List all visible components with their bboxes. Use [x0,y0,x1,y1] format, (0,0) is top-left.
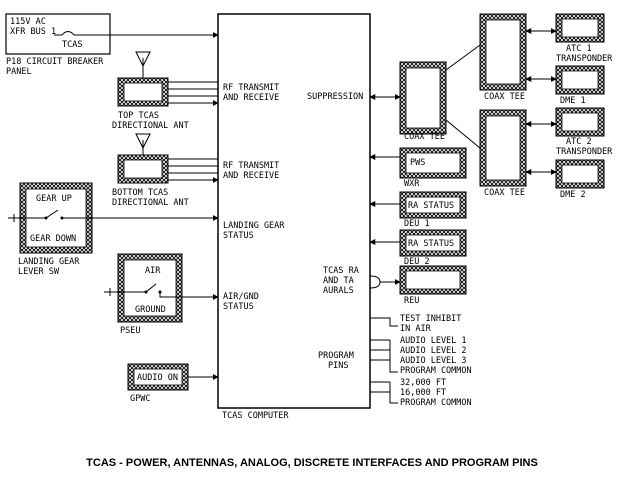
test-inhibit-label-2: IN AIR [400,324,432,334]
coax-tee-2-label: COAX TEE [484,92,525,102]
rf-top-label-1: RF TRANSMIT [223,83,279,93]
audio-level-3-label: AUDIO LEVEL 3 [400,356,467,366]
top-tcas-antenna: TOP TCAS DIRECTIONAL ANT [112,51,218,131]
gear-lever-label-2: LEVER SW [18,267,60,277]
coax-tee-1: COAX TEE [399,61,447,142]
air-gnd-status-label-1: AIR/GND [223,292,259,302]
pseu-switch-line [104,283,218,297]
audio-level-2-label: AUDIO LEVEL 2 [400,346,467,356]
rf-bottom-label-1: RF TRANSMIT [223,161,279,171]
bottom-antenna-icon [135,133,151,155]
breaker-to-computer-line [54,32,218,36]
gpwc-label: GPWC [130,394,150,404]
test-inhibit-label-1: TEST INHIBIT [400,314,461,324]
pseu-air-label: AIR [145,266,161,276]
aurals-label-3: AURALS [323,286,354,296]
dme2: DME 2 [525,159,605,200]
tcas-computer: TCAS COMPUTER RF TRANSMIT AND RECEIVE RF… [217,13,371,421]
computer-name: TCAS COMPUTER [222,411,289,421]
rf-top-label-2: AND RECEIVE [223,93,279,103]
coax-tee-links [445,44,481,149]
breaker-line-1: 115V AC [10,17,46,27]
test-inhibit-line [370,317,398,327]
rf-bottom-label-2: AND RECEIVE [223,171,279,181]
top-antenna-label-1: TOP TCAS [118,111,159,121]
audio-level-lines [370,339,398,373]
coax-tee-1-label: COAX TEE [404,132,445,142]
atc1-label-2: TRANSPONDER [556,54,613,64]
coax-tee-2: COAX TEE [479,13,527,102]
top-antenna-icon [135,51,151,78]
program-common-1-label: PROGRAM COMMON [400,366,472,376]
gear-down-label: GEAR DOWN [30,234,76,244]
deu1: RA STATUS DEU 1 [369,191,467,229]
dme2-label: DME 2 [560,190,586,200]
atc2-label-2: TRANSPONDER [556,147,613,157]
audio-level-1-label: AUDIO LEVEL 1 [400,336,467,346]
top-antenna-label-2: DIRECTIONAL ANT [112,121,189,131]
gear-up-label: GEAR UP [36,194,72,204]
breaker-panel-label-2: PANEL [6,67,32,77]
gear-switch-line [8,209,218,222]
atc2-label-1: ATC 2 [566,137,592,147]
ra-status-2-label: RA STATUS [408,239,454,249]
program-pins: TEST INHIBIT IN AIR AUDIO LEVEL 1 AUDIO … [370,314,472,408]
breaker-line-2: XFR BUS 1 [10,27,56,37]
alt-32000-label: 32,000 FT [400,378,446,388]
alt-16000-label: 16,000 FT [400,388,446,398]
aurals-label-2: AND TA [323,276,354,286]
bottom-antenna-label-1: BOTTOM TCAS [112,188,168,198]
gear-lever-label-1: LANDING GEAR [18,257,80,267]
pseu-label: PSEU [120,326,140,336]
aurals-label-1: TCAS RA [323,266,359,276]
gpwc-audio-on: AUDIO ON [137,373,178,383]
reu-label: REU [404,296,419,306]
deu2-label: DEU 2 [404,257,430,267]
gpwc: AUDIO ON GPWC [127,363,219,404]
atc1-transponder: ATC 1 TRANSPONDER [525,13,613,64]
pseu: AIR GROUND PSEU [104,253,218,336]
altitude-lines [370,381,398,404]
pws-label: PWS [410,158,425,168]
diagram-caption: TCAS - POWER, ANTENNAS, ANALOG, DISCRETE… [86,457,538,469]
bottom-antenna-label-2: DIRECTIONAL ANT [112,198,189,208]
program-pins-label-1: PROGRAM [318,351,354,361]
pseu-ground-label: GROUND [135,305,166,315]
breaker-panel-label-1: P18 CIRCUIT BREAKER [6,57,104,67]
bottom-tcas-antenna: BOTTOM TCAS DIRECTIONAL ANT [112,133,218,208]
atc2-transponder: ATC 2 TRANSPONDER [525,107,613,157]
bottom-antenna-rf-lines [168,158,218,180]
pws-wxr: PWS WXR [369,147,467,189]
deu2: RA STATUS DEU 2 [369,229,467,267]
program-pins-label-2: PINS [328,361,348,371]
reu: REU [369,265,467,306]
coax-tee-3: COAX TEE [479,109,527,198]
dme1-label: DME 1 [560,96,586,106]
dme1: DME 1 [525,65,605,106]
breaker-tcas-label: TCAS [62,40,82,50]
coax-tee-3-label: COAX TEE [484,188,525,198]
landing-gear-status-label-2: STATUS [223,231,254,241]
breaker-panel: 115V AC XFR BUS 1 TCAS P18 CIRCUIT BREAK… [5,13,218,77]
top-antenna-rf-lines [168,81,218,103]
wxr-label: WXR [404,179,420,189]
ra-status-1-label: RA STATUS [408,201,454,211]
atc1-label-1: ATC 1 [566,44,592,54]
landing-gear-status-label-1: LANDING GEAR [223,221,285,231]
deu1-label: DEU 1 [404,219,430,229]
aurals-bracket [369,275,381,289]
air-gnd-status-label-2: STATUS [223,302,254,312]
landing-gear-lever: GEAR UP GEAR DOWN LANDING GEAR LEVER SW [8,182,218,277]
suppression-label: SUPPRESSION [307,92,363,102]
program-common-2-label: PROGRAM COMMON [400,398,472,408]
